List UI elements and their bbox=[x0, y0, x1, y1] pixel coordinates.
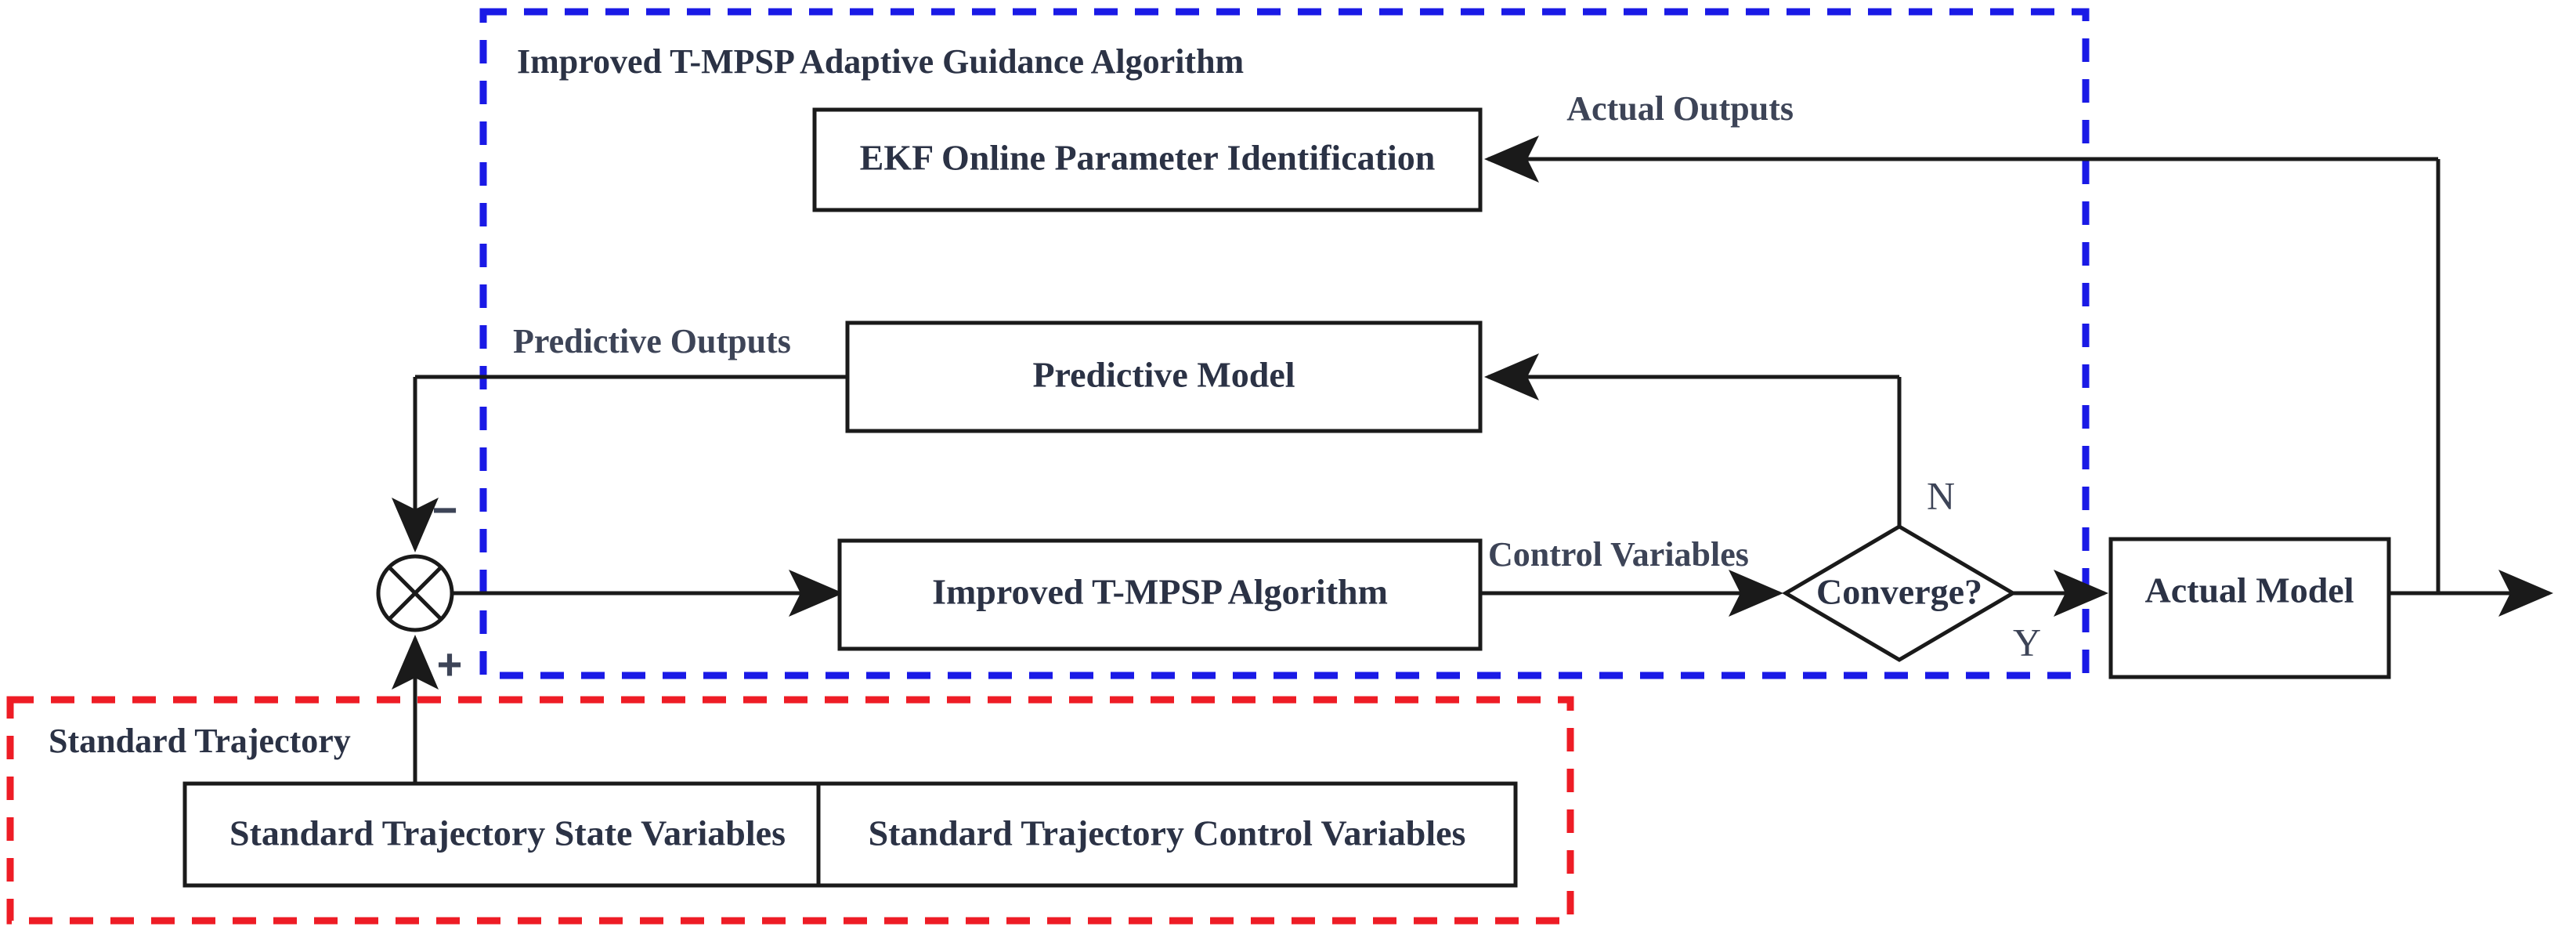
decision-branch-yes-label: Y bbox=[2013, 620, 2041, 664]
group-title-algorithm: Improved T-MPSP Adaptive Guidance Algori… bbox=[517, 42, 1244, 81]
summing-junction[interactable] bbox=[376, 554, 454, 632]
block-label-predictive-model: Predictive Model bbox=[1032, 355, 1295, 395]
decision-converge[interactable]: Converge? bbox=[1782, 524, 2017, 662]
trajectory-group-boundary bbox=[6, 696, 1574, 925]
block-ekf-online-parameter-identification[interactable]: EKF Online Parameter Identification bbox=[812, 107, 1483, 212]
block-label-tmpsp: Improved T-MPSP Algorithm bbox=[932, 572, 1388, 612]
summing-junction-minus-sign: − bbox=[432, 485, 458, 534]
block-label-std-state: Standard Trajectory State Variables bbox=[229, 813, 786, 853]
summing-junction-plus-sign: + bbox=[437, 639, 463, 689]
group-title-trajectory: Standard Trajectory bbox=[49, 722, 351, 760]
block-standard-trajectory-control-variables[interactable]: Standard Trajectory Control Variables bbox=[816, 781, 1518, 888]
block-label-std-control: Standard Trajectory Control Variables bbox=[869, 813, 1466, 853]
block-predictive-model[interactable]: Predictive Model bbox=[845, 320, 1483, 433]
decision-branch-no-label: N bbox=[1927, 473, 1955, 517]
edge-label-actual-outputs: Actual Outputs bbox=[1566, 89, 1794, 128]
algorithm-group-boundary bbox=[479, 8, 2090, 679]
block-standard-trajectory-state-variables[interactable]: Standard Trajectory State Variables bbox=[182, 781, 833, 888]
block-label-actual-model: Actual Model bbox=[2144, 570, 2354, 610]
decision-label-converge: Converge? bbox=[1816, 572, 1982, 612]
block-label-ekf: EKF Online Parameter Identification bbox=[860, 138, 1436, 178]
block-actual-model[interactable]: Actual Model bbox=[2108, 537, 2391, 679]
edge-label-control-variables: Control Variables bbox=[1488, 535, 1749, 574]
edge-label-predictive-outputs: Predictive Outputs bbox=[513, 322, 791, 360]
block-improved-tmpsp-algorithm[interactable]: Improved T-MPSP Algorithm bbox=[837, 538, 1483, 651]
